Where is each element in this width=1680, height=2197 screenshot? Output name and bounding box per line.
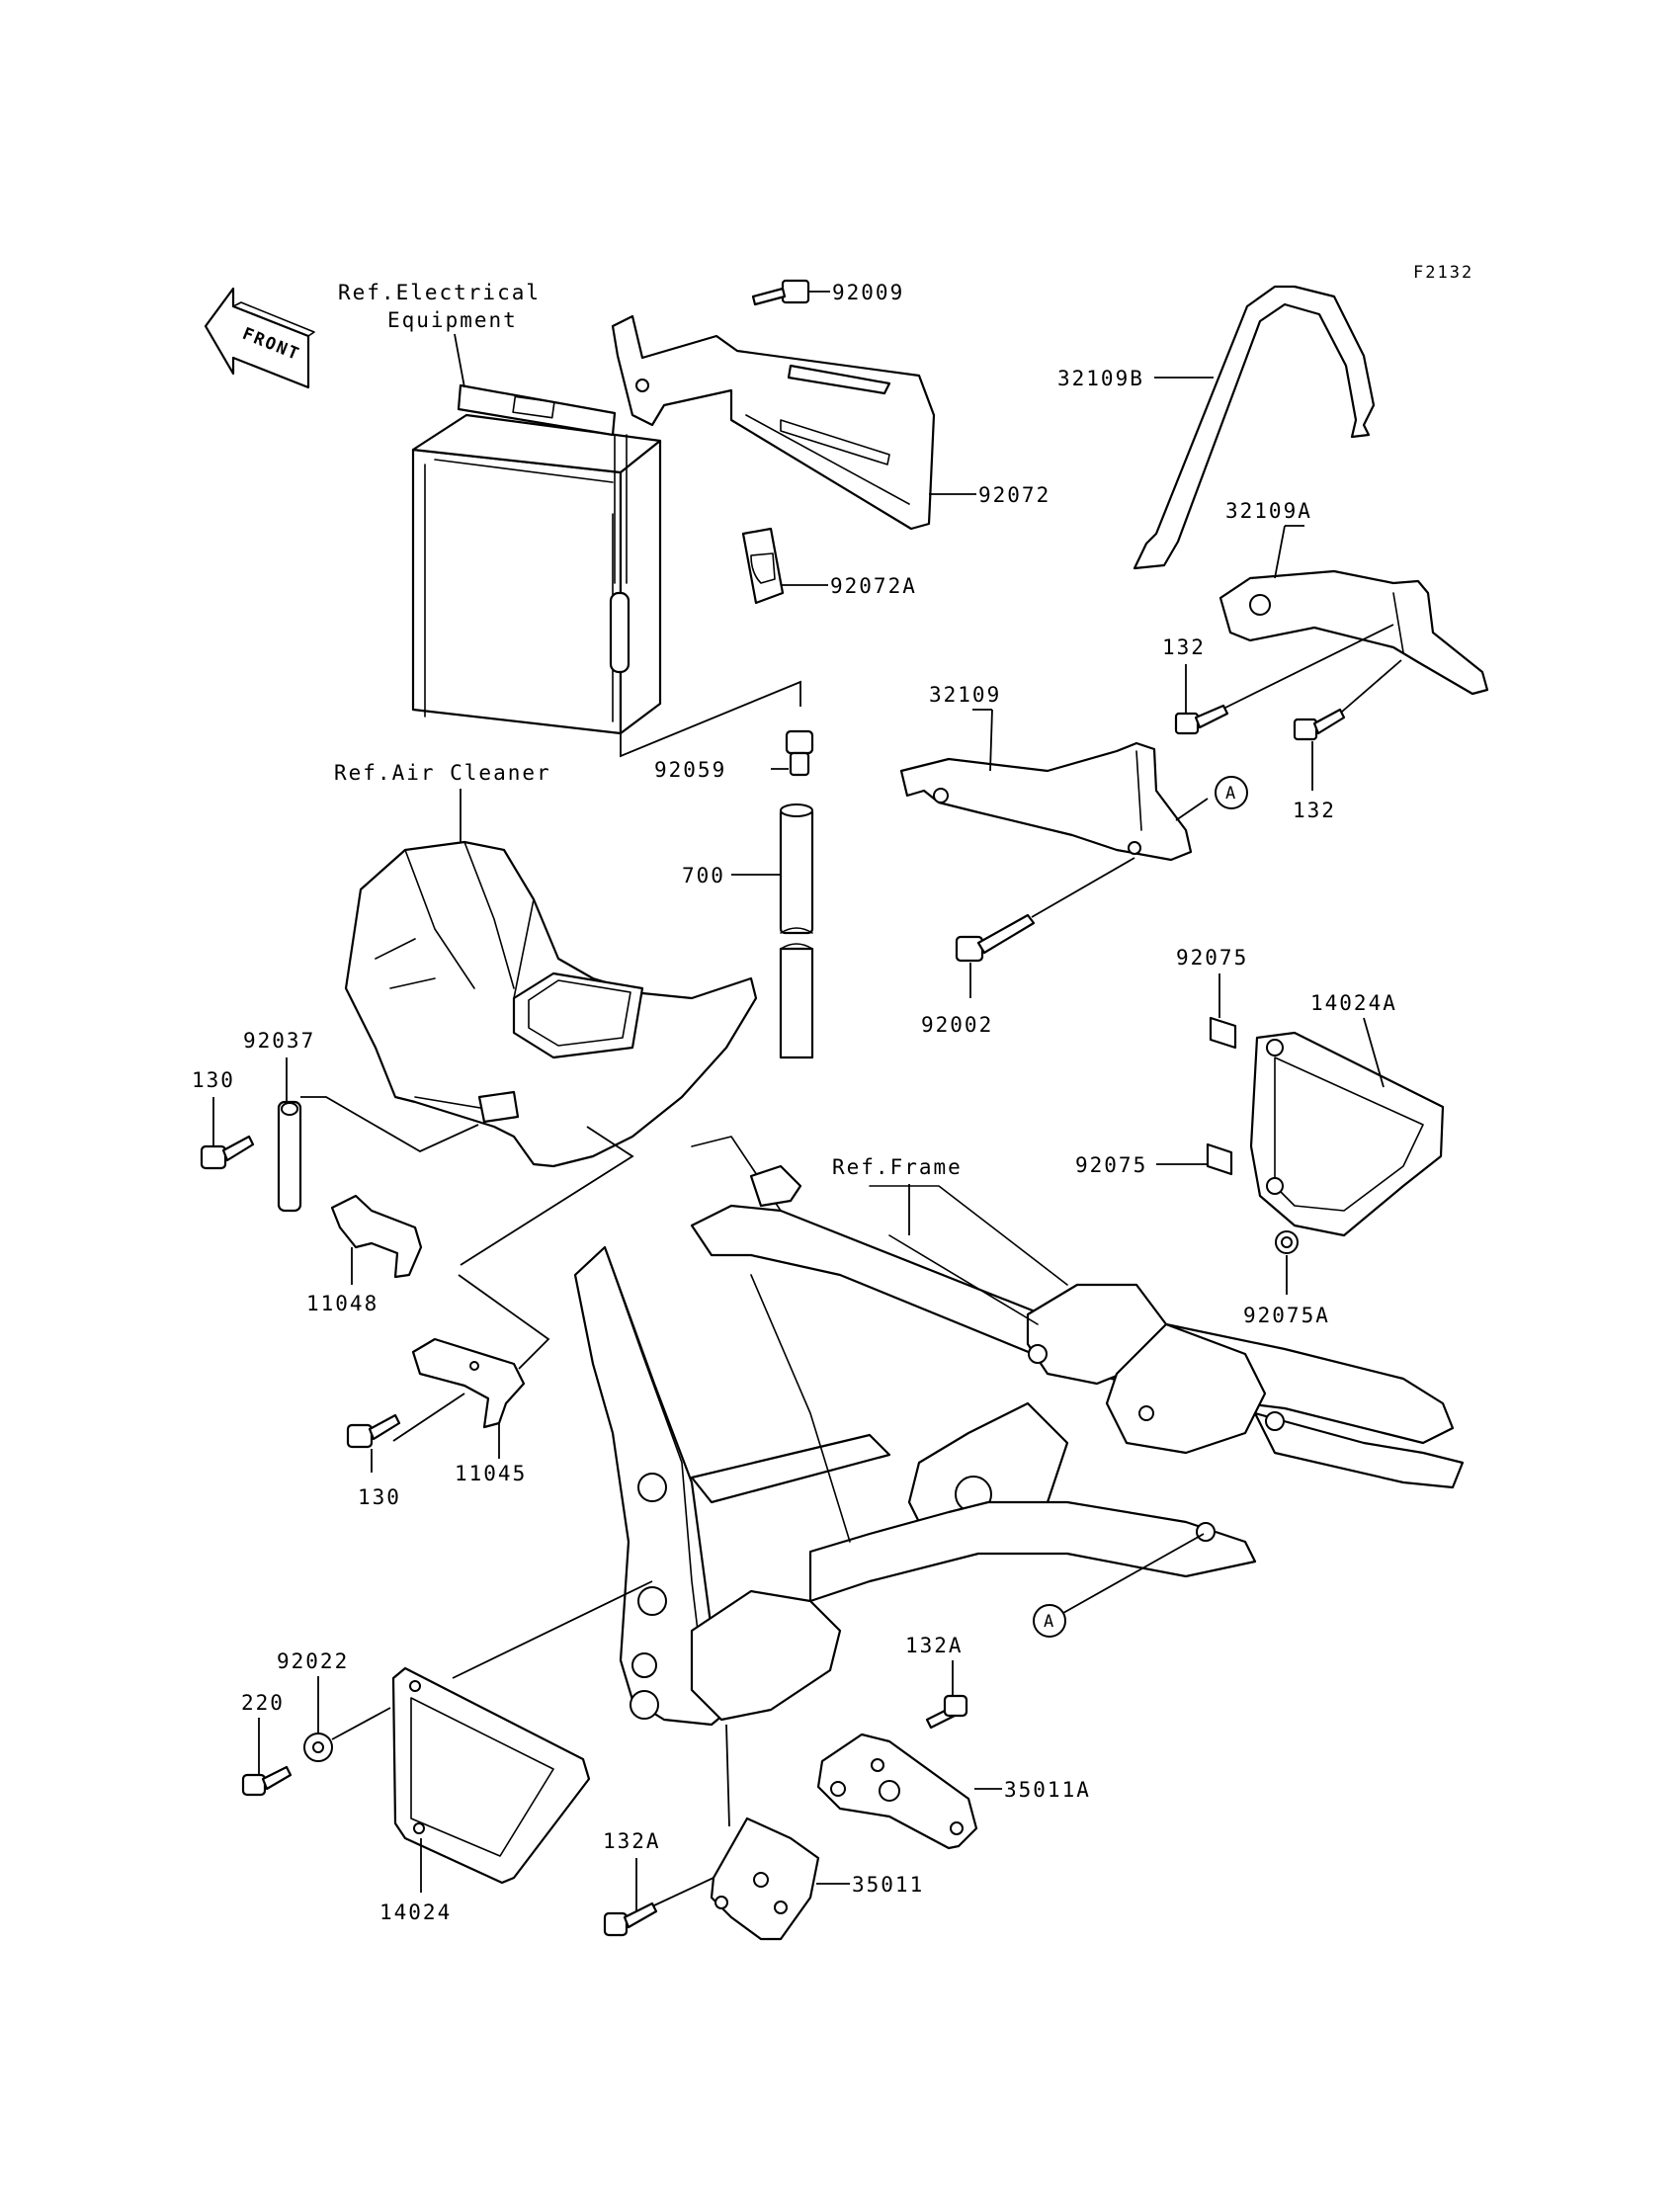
- callout-130-bottom: 130: [358, 1485, 401, 1509]
- callout-92072: 92072: [978, 483, 1050, 507]
- callout-92009: 92009: [832, 281, 904, 304]
- svg-text:A: A: [1044, 1612, 1055, 1632]
- figure-code: F2132: [1413, 263, 1473, 283]
- bracket-32109A: [1218, 525, 1489, 696]
- bolt-132A-right: [925, 1660, 968, 1730]
- side-cover-14024A: [1249, 1017, 1445, 1237]
- bolt-130-left: [200, 1097, 255, 1170]
- callout-92002: 92002: [921, 1013, 993, 1037]
- side-cover-14024: [391, 1580, 653, 1893]
- mount-plate-35011A: [816, 1732, 1002, 1850]
- callout-220: 220: [241, 1691, 285, 1715]
- mount-plate-35011: [710, 1724, 850, 1941]
- bracket-11045: [392, 1274, 550, 1459]
- callout-132-top: 132: [1162, 635, 1206, 659]
- grommet-92037: [277, 1057, 479, 1213]
- callout-92022: 92022: [277, 1649, 349, 1673]
- callout-35011: 35011: [852, 1873, 924, 1897]
- callout-14024: 14024: [379, 1901, 452, 1924]
- callout-32109A: 32109A: [1225, 499, 1312, 523]
- ref-electrical-line1: Ref.Electrical: [338, 281, 541, 304]
- bracket-11048: [330, 1126, 634, 1285]
- fitting-92059: [771, 729, 814, 777]
- bracket-32109: [899, 709, 1209, 862]
- callout-132-right: 132: [1293, 799, 1336, 822]
- battery-vent-tube: [609, 434, 801, 758]
- callout-11048: 11048: [306, 1292, 378, 1315]
- marker-a-lower: A: [1033, 1533, 1205, 1638]
- callout-130-left: 130: [192, 1068, 235, 1092]
- screw-220: [241, 1718, 293, 1797]
- bolt-132-left: [1174, 624, 1394, 735]
- ref-electrical-line2: Equipment: [387, 308, 518, 332]
- battery-holder-92072: [611, 314, 976, 531]
- callout-35011A: 35011A: [1004, 1778, 1091, 1802]
- air-cleaner-housing: [344, 789, 758, 1168]
- strap-32109B: [1133, 285, 1376, 570]
- washer-92022: [303, 1676, 391, 1762]
- front-arrow-icon: FRONT: [204, 287, 315, 389]
- callout-32109B: 32109B: [1057, 367, 1144, 390]
- tube-700: [731, 803, 814, 1059]
- callout-132A-left: 132A: [603, 1829, 661, 1853]
- svg-text:A: A: [1225, 784, 1237, 803]
- callout-32109: 32109: [929, 683, 1001, 707]
- callout-14024A: 14024A: [1310, 991, 1397, 1015]
- callout-700: 700: [682, 864, 725, 887]
- callout-11045: 11045: [455, 1462, 527, 1485]
- battery: [411, 333, 662, 735]
- clip-92075-mid: [1156, 1142, 1233, 1176]
- bolt-132-right: [1293, 659, 1402, 791]
- callout-132A-right: 132A: [905, 1634, 964, 1657]
- rubber-pad-92072A: [741, 527, 828, 605]
- callout-92075-top: 92075: [1176, 946, 1248, 970]
- callout-92075-mid: 92075: [1075, 1153, 1147, 1177]
- bolt-92002: [955, 857, 1135, 998]
- bolt-132A-left: [603, 1858, 714, 1937]
- grommet-92075A: [1275, 1230, 1299, 1295]
- bolt-130-bottom: [346, 1413, 401, 1473]
- bolt-92009: [751, 279, 830, 306]
- callout-92059: 92059: [654, 758, 726, 782]
- callout-92037: 92037: [243, 1029, 315, 1053]
- callout-92075A: 92075A: [1243, 1304, 1330, 1327]
- ref-air-cleaner: Ref.Air Cleaner: [334, 761, 551, 785]
- clip-92075-top: [1209, 973, 1237, 1050]
- ref-frame: Ref.Frame: [832, 1155, 963, 1179]
- marker-a-upper: A: [1215, 776, 1248, 809]
- callout-92072A: 92072A: [830, 574, 917, 598]
- frame: [573, 1136, 1465, 1727]
